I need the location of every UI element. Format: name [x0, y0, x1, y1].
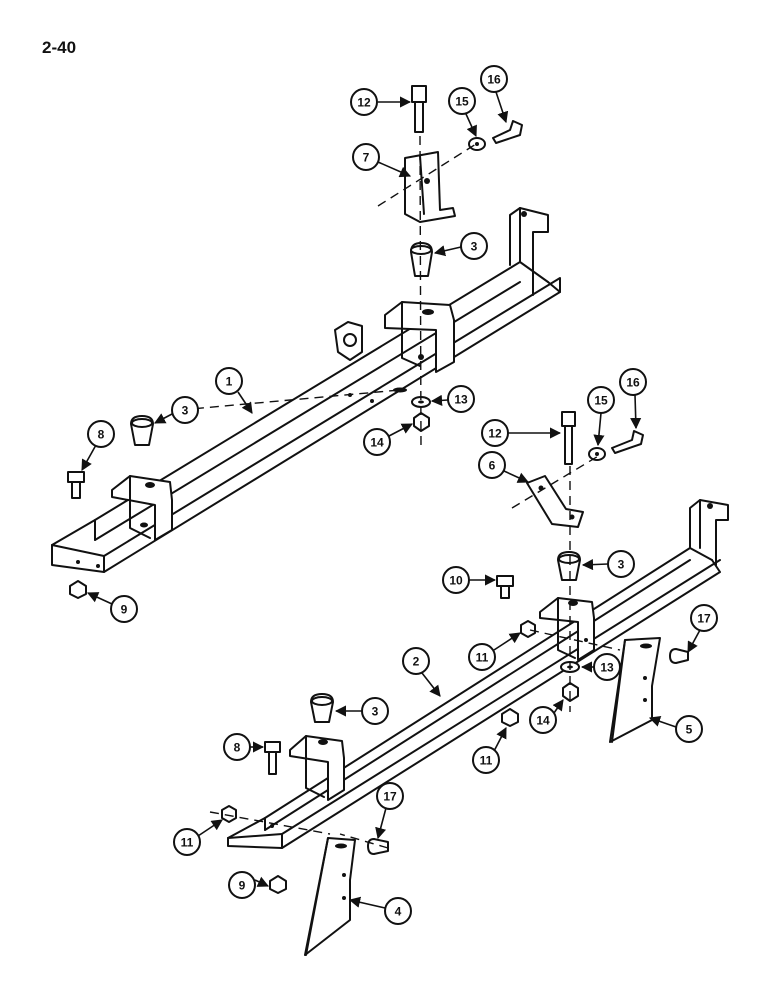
callout-3-a: 3 — [433, 232, 488, 260]
callout-11-b: 11 — [472, 727, 507, 774]
callout-label: 3 — [471, 240, 478, 254]
callout-11-c: 11 — [173, 819, 223, 856]
side-plate-5 — [609, 637, 661, 743]
callout-label: 13 — [454, 393, 468, 407]
callout-label: 16 — [487, 73, 501, 87]
lower-rail — [227, 499, 729, 849]
callout-3-b: 3 — [154, 396, 199, 424]
bushing-3-b — [130, 415, 154, 446]
page-number: 2-40 — [42, 38, 77, 57]
callout-label: 8 — [234, 741, 241, 755]
nut-15-upper — [468, 137, 486, 151]
callout-label: 15 — [594, 394, 608, 408]
callout-label: 3 — [372, 705, 379, 719]
callout-10: 10 — [442, 566, 497, 594]
callout-4: 4 — [348, 896, 412, 925]
callout-14-upper: 14 — [363, 423, 413, 456]
callout-label: 13 — [600, 661, 614, 675]
callout-label: 12 — [488, 427, 502, 441]
bushing-3-a — [410, 242, 433, 277]
callout-9-lower: 9 — [228, 871, 270, 899]
assembly-lines — [179, 135, 621, 849]
callout-13-upper: 13 — [430, 385, 475, 413]
callout-13-lower: 13 — [580, 653, 621, 681]
upper-rail — [51, 207, 561, 573]
callout-label: 5 — [686, 723, 693, 737]
bracket-7 — [404, 151, 456, 223]
bolt-17-a — [669, 648, 689, 664]
callout-label: 7 — [363, 151, 370, 165]
callout-label: 11 — [476, 651, 489, 665]
callout-7: 7 — [352, 143, 412, 178]
callout-3-c: 3 — [581, 550, 635, 578]
callout-16-lower: 16 — [619, 368, 647, 430]
callout-16-upper: 16 — [480, 65, 509, 124]
callout-label: 15 — [455, 95, 469, 109]
bracket-6 — [526, 475, 584, 528]
bolt-12-upper — [411, 85, 427, 133]
bolt-10 — [496, 575, 514, 599]
nut-15-lower — [588, 447, 606, 461]
bushing-3-d — [310, 693, 334, 723]
callout-15-upper: 15 — [448, 87, 477, 138]
callout-label: 16 — [626, 376, 640, 390]
callout-label: 14 — [370, 436, 384, 450]
callout-17-a: 17 — [687, 604, 718, 653]
callout-11-a: 11 — [468, 632, 521, 671]
nut-11-b — [501, 708, 519, 727]
bolt-12-lower — [561, 411, 576, 465]
callout-label: 1 — [226, 375, 233, 389]
callout-6: 6 — [478, 451, 530, 483]
callout-label: 17 — [383, 790, 397, 804]
callout-9-upper: 9 — [86, 592, 138, 623]
callout-label: 2 — [413, 655, 420, 669]
callout-label: 12 — [357, 96, 371, 110]
callout-15-lower: 15 — [587, 386, 615, 447]
callout-17-b: 17 — [375, 782, 404, 840]
callout-label: 9 — [239, 879, 246, 893]
bolt-8-lower — [264, 741, 281, 775]
bushing-3-c — [557, 551, 581, 581]
bolt-16-upper — [492, 120, 523, 144]
nut-9-upper — [69, 580, 87, 599]
callout-label: 11 — [181, 836, 194, 850]
callout-label: 6 — [489, 459, 496, 473]
callout-label: 3 — [182, 404, 189, 418]
callout-2: 2 — [402, 647, 441, 697]
callout-label: 9 — [121, 603, 128, 617]
callout-label: 8 — [98, 428, 105, 442]
callout-label: 10 — [449, 574, 463, 588]
callout-3-d: 3 — [334, 697, 389, 725]
callout-12-upper: 12 — [350, 88, 412, 116]
callout-1: 1 — [215, 367, 253, 414]
bolt-16-lower — [611, 430, 644, 454]
callout-14-lower: 14 — [529, 699, 564, 734]
callout-5: 5 — [648, 715, 703, 743]
callout-label: 3 — [618, 558, 625, 572]
nut-11-a — [520, 620, 536, 638]
washer-13-upper — [411, 396, 431, 408]
nut-11-c — [221, 805, 237, 823]
bolt-8-upper — [67, 471, 85, 499]
callout-label: 11 — [480, 754, 493, 768]
side-plate-4 — [304, 837, 356, 956]
callout-label: 17 — [697, 612, 711, 626]
callout-8-lower: 8 — [223, 733, 265, 761]
callout-8-upper: 8 — [81, 420, 115, 471]
callout-label: 14 — [536, 714, 550, 728]
callout-label: 4 — [395, 905, 402, 919]
callout-12-lower: 12 — [481, 419, 562, 447]
nut-9-lower — [269, 875, 287, 894]
